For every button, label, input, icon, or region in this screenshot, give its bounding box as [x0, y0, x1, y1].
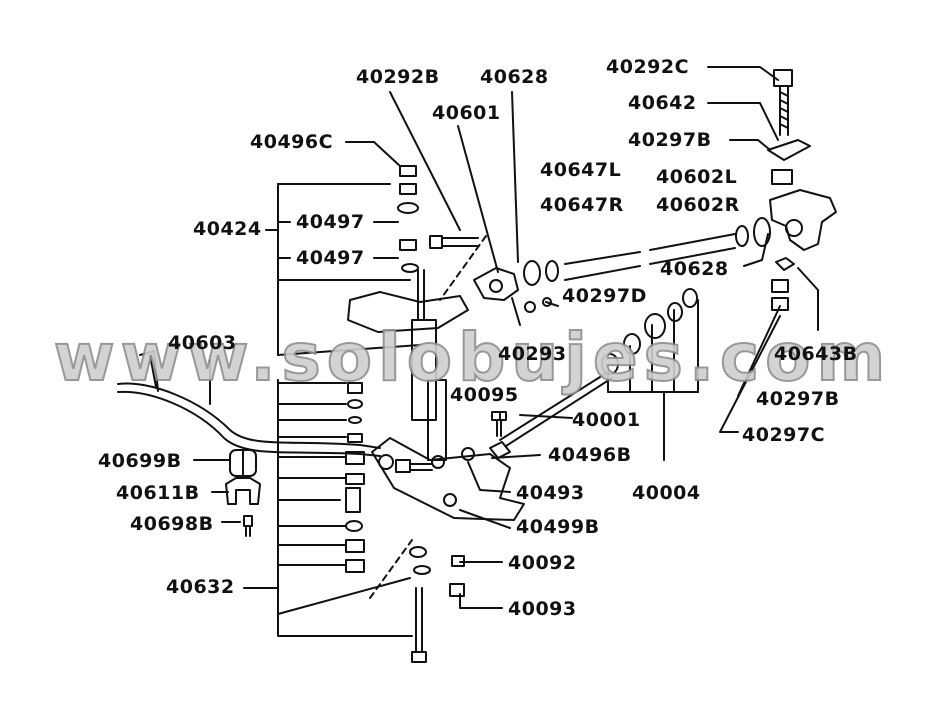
part-label-40497-a: 40497 [296, 211, 365, 233]
tension-rod-40647 [564, 233, 736, 281]
bolt-40292C [773, 69, 793, 136]
bolt-40095 [491, 411, 507, 437]
dashed-guide [439, 235, 487, 301]
part-label-40292B: 40292B [356, 66, 440, 88]
part-label-40297B-top: 40297B [628, 129, 712, 151]
part-label-40602R: 40602R [656, 194, 740, 216]
part-label-40601: 40601 [432, 102, 501, 124]
part-label-40603: 40603 [168, 332, 237, 354]
stabilizer-bar-40603 [117, 350, 381, 457]
part-label-40647R: 40647R [540, 194, 624, 216]
bolt-40001 [489, 371, 613, 459]
part-label-40093: 40093 [508, 598, 577, 620]
part-label-40297C: 40297C [742, 424, 826, 446]
part-label-40632: 40632 [166, 576, 235, 598]
part-label-40643B: 40643B [774, 343, 858, 365]
part-label-40001: 40001 [572, 409, 641, 431]
part-label-40628-mid: 40628 [660, 258, 729, 280]
part-label-40424: 40424 [193, 218, 262, 240]
part-label-40611B: 40611B [116, 482, 200, 504]
part-label-40092: 40092 [508, 552, 577, 574]
part-label-40699B: 40699B [98, 450, 182, 472]
part-label-40493: 40493 [516, 482, 585, 504]
shock-absorber [347, 269, 469, 469]
part-label-40496C: 40496C [250, 131, 334, 153]
part-label-40297B-right: 40297B [756, 388, 840, 410]
part-label-40496B: 40496B [548, 444, 632, 466]
part-label-40628-top: 40628 [480, 66, 549, 88]
bolt-40292B [429, 235, 479, 249]
part-label-40497-b: 40497 [296, 247, 365, 269]
leader-lines [193, 66, 819, 637]
part-label-40602L: 40602L [656, 166, 738, 188]
link-stack-40632 [345, 382, 365, 573]
part-label-40698B: 40698B [130, 513, 214, 535]
bushing-stack-40424 [397, 165, 419, 273]
bolt-40698B [243, 515, 253, 537]
part-label-40292C: 40292C [606, 56, 690, 78]
part-label-40499B: 40499B [516, 516, 600, 538]
bracket-40601 [473, 267, 519, 301]
part-label-40647L: 40647L [540, 159, 622, 181]
bracket-40611B [225, 477, 261, 505]
part-label-40293: 40293 [498, 343, 567, 365]
bolt-lower [411, 587, 427, 663]
bushing-40699B [229, 449, 257, 477]
lower-arm-40004 [371, 437, 525, 521]
part-label-40642: 40642 [628, 92, 697, 114]
part-label-40004: 40004 [632, 482, 701, 504]
part-label-40095: 40095 [450, 384, 519, 406]
part-label-40297D: 40297D [562, 285, 647, 307]
plate-40642 [767, 139, 811, 161]
nut-40297B-top [771, 169, 793, 185]
bracket-40602 [769, 189, 837, 251]
